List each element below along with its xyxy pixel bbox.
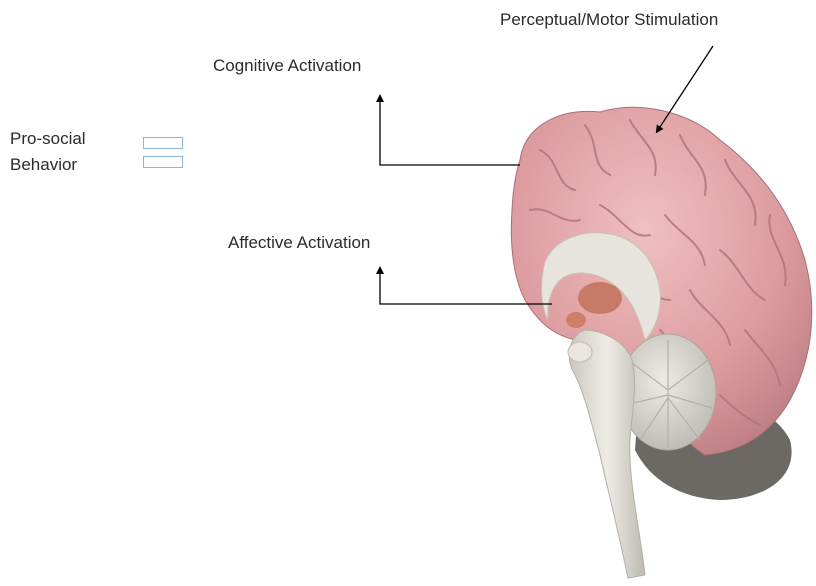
amygdala	[566, 312, 586, 328]
thalamus	[578, 282, 622, 314]
perceptual-arrow	[658, 46, 713, 130]
brainstem	[569, 330, 645, 578]
cognitive-arrow	[380, 98, 520, 165]
pons	[568, 342, 592, 362]
